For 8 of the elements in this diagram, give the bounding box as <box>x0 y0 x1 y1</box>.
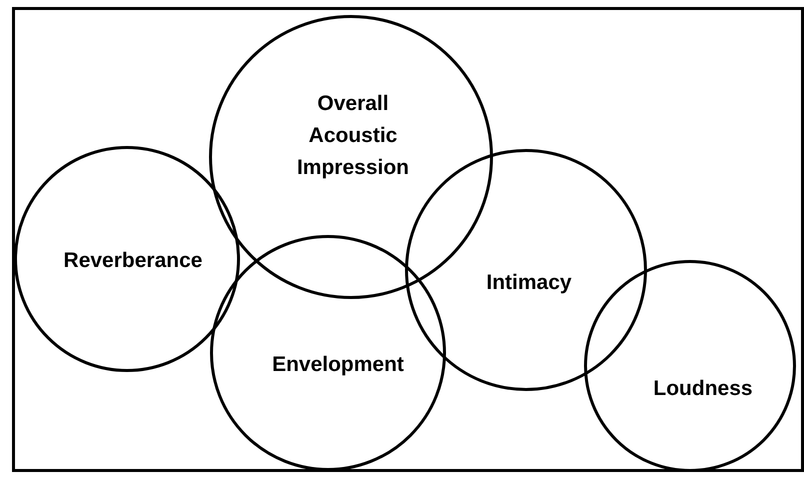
circle-label: Loudness <box>652 376 754 402</box>
circle-node <box>210 235 446 471</box>
circle-label: Reverberance <box>62 248 204 274</box>
circle-node <box>584 260 796 472</box>
circle-node <box>14 146 240 372</box>
circle-label: Intimacy <box>485 270 573 296</box>
circle-label: Envelopment <box>271 352 405 378</box>
circle-label: Overall Acoustic Impression <box>296 91 410 181</box>
